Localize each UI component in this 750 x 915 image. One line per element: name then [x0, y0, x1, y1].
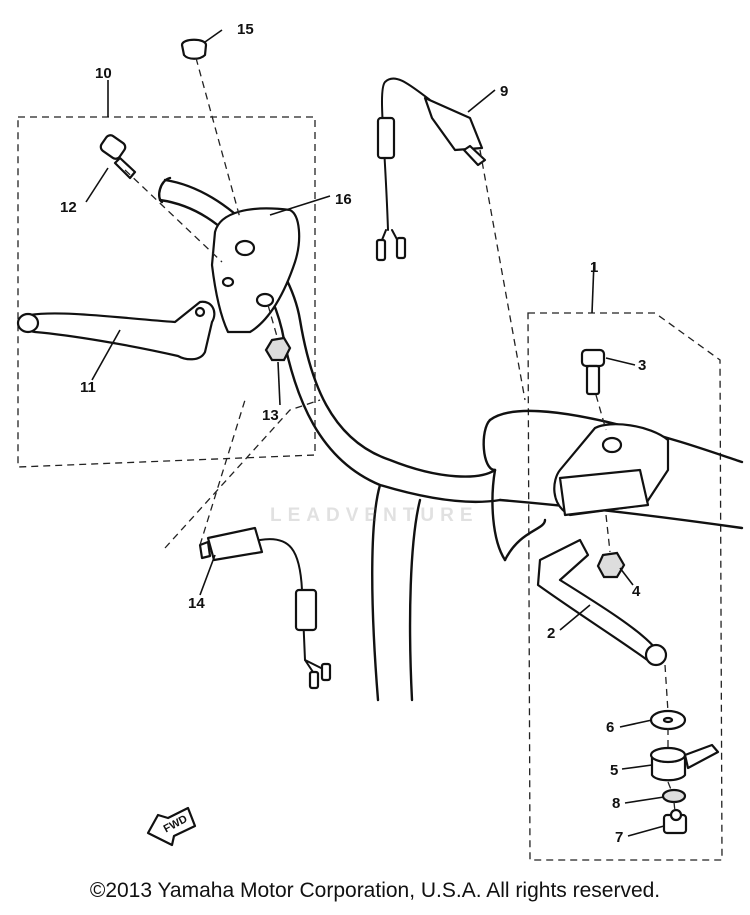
callout-1: 1: [590, 259, 598, 276]
callout-4: 4: [632, 583, 641, 600]
nut-13: [264, 336, 292, 362]
callout-10: 10: [95, 65, 112, 82]
callout-3: 3: [638, 357, 646, 374]
callout-15: 15: [237, 21, 254, 38]
group-box-1: [527, 312, 723, 861]
callout-13: 13: [262, 407, 279, 424]
callout-labels: 10 15 9 16 12 1 3 11 13 14 4 2 6 5 8 7: [60, 21, 646, 846]
fwd-arrow: FWD: [146, 806, 197, 847]
brake-lever: [536, 538, 668, 667]
watermark: LEADVENTURE: [270, 505, 479, 526]
washer-8: [661, 788, 687, 804]
copyright-notice: ©2013 Yamaha Motor Corporation, U.S.A. A…: [89, 879, 661, 902]
callout-2: 2: [547, 625, 555, 642]
callout-6: 6: [606, 719, 614, 736]
washer-6: [649, 709, 687, 731]
left-lever-holder: [210, 207, 301, 334]
clutch-lever: [16, 300, 216, 361]
switch-9: [375, 77, 487, 262]
callout-8: 8: [612, 795, 620, 812]
bolt-12: [99, 134, 137, 180]
switch-5: [649, 743, 720, 782]
right-lever-holder: [553, 423, 670, 517]
callout-11: 11: [80, 379, 96, 396]
callout-12: 12: [60, 199, 77, 216]
assembly-lines: [124, 57, 676, 813]
group-box-10: [17, 116, 316, 468]
callout-7: 7: [615, 829, 623, 846]
nut-4: [596, 551, 626, 579]
leader-lines: [85, 29, 665, 837]
callout-14: 14: [188, 595, 205, 612]
switch-14: [198, 526, 332, 690]
bolt-3: [580, 348, 606, 396]
callout-9: 9: [500, 83, 508, 100]
callout-5: 5: [610, 762, 618, 779]
nut-7: [662, 808, 688, 835]
cap-15: [180, 38, 208, 60]
callout-16: 16: [335, 191, 352, 208]
